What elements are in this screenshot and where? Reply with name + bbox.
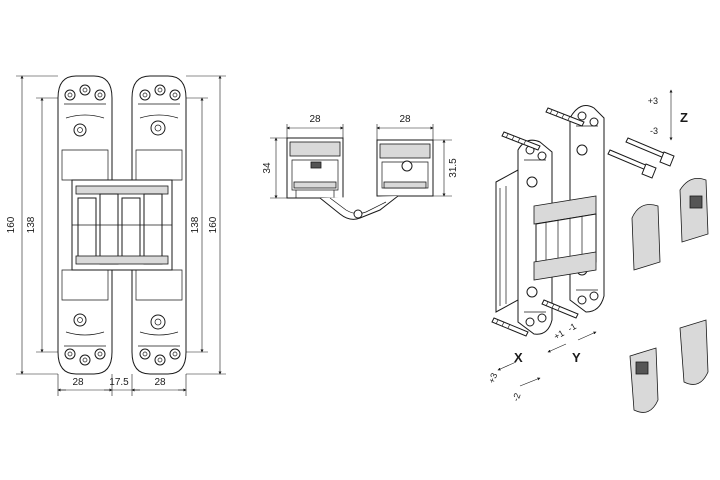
iso-mechanism	[533, 195, 597, 281]
dim-inner-height-right: 138	[190, 216, 201, 233]
top-right-block	[376, 139, 434, 197]
dim-center-gap: 17.5	[109, 377, 129, 388]
dim-top-left-width: 28	[309, 114, 321, 125]
top-arm	[319, 195, 399, 220]
z-plus-label: +3	[648, 96, 658, 106]
x-minus-label: -2	[510, 392, 522, 403]
front-view: 160 138 138 160 28 17.5 28	[6, 75, 226, 396]
top-view-dimensions: 28 28 34 31.5	[262, 114, 459, 199]
y-axis-label: Y	[572, 350, 581, 365]
dim-overall-height-left: 160	[6, 216, 17, 233]
y-plus-label: +1	[552, 328, 566, 342]
dim-top-left-depth: 34	[262, 162, 273, 174]
top-view: 28 28 34 31.5	[262, 114, 459, 220]
central-mechanism	[71, 179, 173, 271]
y-axis-indicator: +1 -1 Y	[547, 321, 597, 365]
z-axis-indicator: +3 -3 Z	[648, 89, 688, 141]
front-dimensions-left: 160 138	[6, 75, 58, 375]
z-axis-label: Z	[680, 110, 688, 125]
iso-mount-plate	[495, 169, 519, 313]
front-dimensions-bottom: 28 17.5 28	[57, 374, 187, 396]
dim-overall-height-right: 160	[208, 216, 219, 233]
iso-covers	[629, 177, 709, 413]
y-minus-label: -1	[566, 321, 578, 334]
x-axis-label: X	[514, 350, 523, 365]
dim-top-right-width: 28	[399, 114, 411, 125]
isometric-view	[491, 105, 709, 413]
dim-leaf-width-right: 28	[154, 377, 166, 388]
iso-screws	[491, 107, 675, 337]
z-minus-label: -3	[650, 126, 658, 136]
x-axis-indicator: +3 -2 X	[486, 350, 541, 403]
top-left-block	[286, 137, 344, 199]
dim-inner-height-left: 138	[26, 216, 37, 233]
dim-top-right-depth: 31.5	[448, 158, 459, 178]
front-dimensions-right: 138 160	[186, 75, 226, 375]
iso-front-leaf	[517, 139, 553, 335]
x-plus-label: +3	[486, 372, 499, 385]
dim-leaf-width-left: 28	[72, 377, 84, 388]
